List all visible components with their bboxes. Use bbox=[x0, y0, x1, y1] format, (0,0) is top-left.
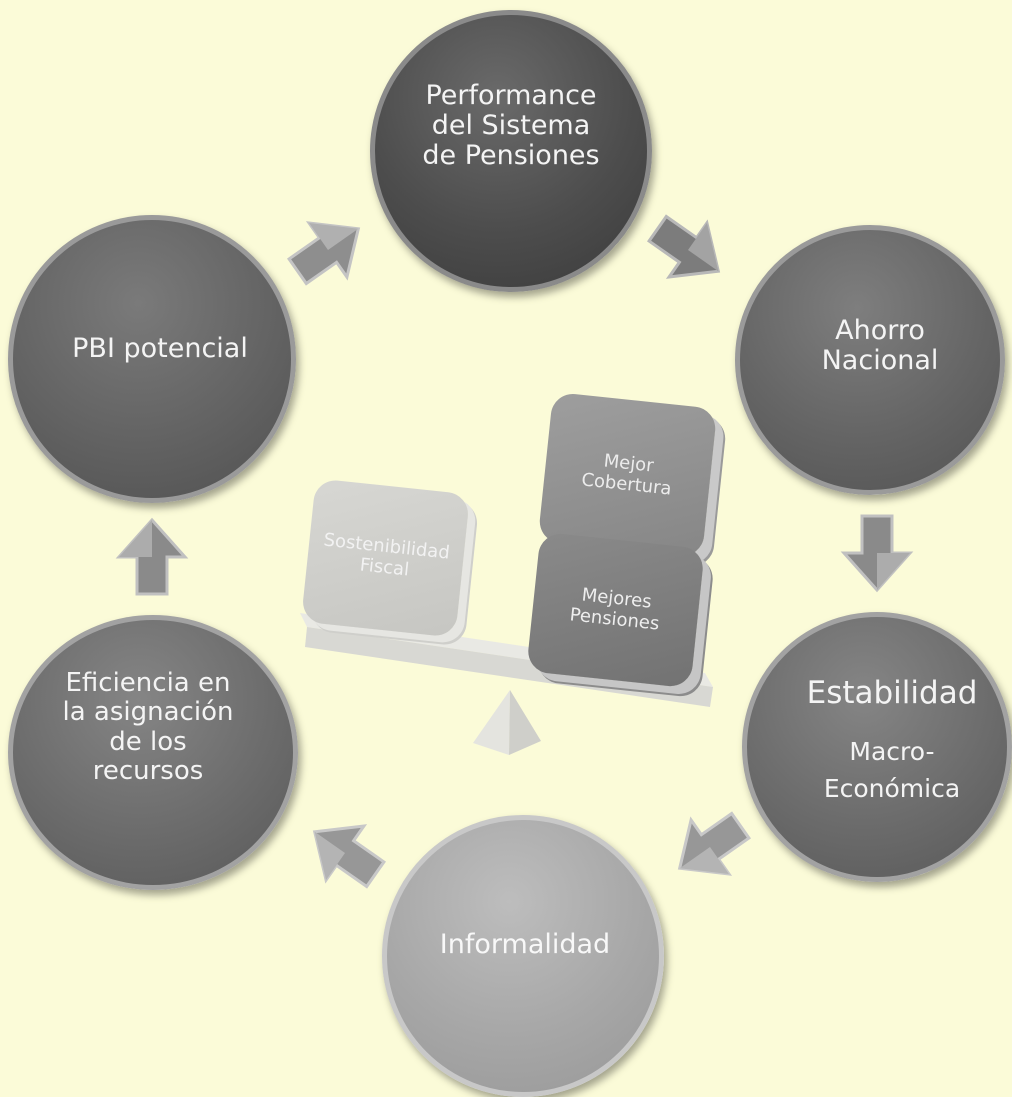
box-mejor-cobertura-label: Mejor Cobertura bbox=[580, 450, 673, 500]
box-sostenibilidad-label: Sostenibilidad Fiscal bbox=[322, 529, 451, 581]
node-informalidad: Informalidad bbox=[382, 815, 664, 1097]
node-eficiencia-label: Eficiencia en la asignación de los recur… bbox=[62, 668, 234, 786]
box-mejores-pensiones-label: Mejores Pensiones bbox=[568, 584, 661, 635]
arrow-right-icon bbox=[646, 214, 721, 279]
arrow-up-icon bbox=[115, 517, 189, 596]
arrow-estabilidad-to-informalidad bbox=[647, 784, 772, 909]
node-estabilidad-text: Estabilidad Macro- Económica bbox=[807, 658, 978, 825]
arrow-informalidad-to-eficiencia bbox=[282, 790, 407, 915]
node-ahorro-nacional: Ahorro Nacional bbox=[735, 225, 1005, 495]
box-sostenibilidad-fiscal: Sostenibilidad Fiscal bbox=[300, 478, 471, 638]
arrow-down-icon bbox=[840, 514, 914, 593]
arrow-ahorro-to-estabilidad bbox=[832, 508, 922, 598]
node-pbi-potencial: PBI potencial bbox=[8, 215, 296, 503]
node-informalidad-label: Informalidad bbox=[439, 928, 611, 960]
arrow-pbi-to-performance bbox=[265, 187, 390, 312]
node-eficiencia-asignacion: Eficiencia en la asignación de los recur… bbox=[8, 615, 298, 890]
node-ahorro-label: Ahorro Nacional bbox=[821, 314, 939, 376]
arrow-left-icon bbox=[312, 824, 387, 889]
node-performance-sistema-pensiones: Performance del Sistema de Pensiones bbox=[370, 10, 652, 292]
node-estabilidad-macroeconomica: Estabilidad Macro- Económica bbox=[742, 612, 1012, 882]
box-mejores-pensiones: Mejores Pensiones bbox=[526, 531, 705, 689]
node-performance-label: Performance del Sistema de Pensiones bbox=[422, 79, 600, 172]
arrow-eficiencia-to-pbi bbox=[107, 512, 197, 602]
node-estabilidad-subtitle: Macro- Económica bbox=[823, 736, 961, 804]
arrow-left-icon bbox=[677, 811, 752, 876]
box-mejor-cobertura: Mejor Cobertura bbox=[537, 391, 718, 559]
arrow-performance-to-ahorro bbox=[625, 187, 750, 312]
node-pbi-label: PBI potencial bbox=[72, 332, 248, 364]
arrow-right-icon bbox=[286, 221, 361, 286]
node-estabilidad-title: Estabilidad bbox=[806, 675, 978, 712]
